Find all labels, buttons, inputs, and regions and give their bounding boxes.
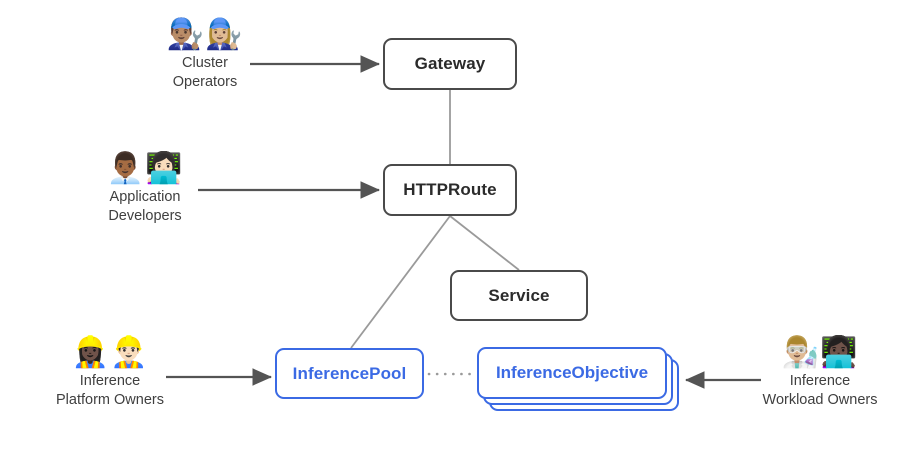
node-inferenceobjective-label: InferenceObjective xyxy=(495,363,649,382)
application-developers-people-icon: 👨🏾‍💼👩🏻‍💻 xyxy=(106,152,184,185)
caption-line-1: Application xyxy=(109,189,181,205)
node-inferencepool[interactable]: InferencePool xyxy=(275,348,424,399)
actor-cluster-operators: 👨🏽‍🔧👩🏼‍🔧 Cluster Operators xyxy=(105,18,305,91)
caption-line-1: Cluster xyxy=(182,55,228,71)
inference-platform-owners-people-icon: 👷🏿‍♀️👷🏻‍♂️ xyxy=(71,336,149,369)
node-httproute-label: HTTPRoute xyxy=(403,180,497,199)
actor-inference-platform-owners-label: Inference Platform Owners xyxy=(56,372,164,409)
caption-line-2: Developers xyxy=(108,207,182,224)
node-inferencepool-label: InferencePool xyxy=(292,363,407,383)
node-service[interactable]: Service xyxy=(450,270,588,321)
node-inferenceobjective-stack[interactable]: InferenceObjective xyxy=(477,347,679,411)
actor-inference-platform-owners: 👷🏿‍♀️👷🏻‍♂️ Inference Platform Owners xyxy=(10,336,210,409)
actor-cluster-operators-label: Cluster Operators xyxy=(173,54,237,91)
node-gateway[interactable]: Gateway xyxy=(383,38,517,90)
actor-application-developers-label: Application Developers xyxy=(108,188,181,225)
actor-inference-workload-owners: 👨🏼‍🔬👩🏿‍💻 Inference Workload Owners xyxy=(720,336,902,409)
caption-line-1: Inference xyxy=(789,373,851,389)
edge-httproute-to-inferencepool xyxy=(350,215,451,349)
node-service-label: Service xyxy=(488,285,550,305)
inferenceobjective-stack-layer-1[interactable]: InferenceObjective xyxy=(477,347,667,399)
actor-application-developers: 👨🏾‍💼👩🏻‍💻 Application Developers xyxy=(45,152,245,225)
caption-line-2: Workload Owners xyxy=(762,391,878,408)
edge-httproute-to-service xyxy=(449,215,520,271)
caption-line-2: Operators xyxy=(172,73,238,90)
node-httproute[interactable]: HTTPRoute xyxy=(383,164,517,216)
cluster-operators-people-icon: 👨🏽‍🔧👩🏼‍🔧 xyxy=(166,18,244,51)
node-gateway-label: Gateway xyxy=(414,54,486,73)
caption-line-1: Inference xyxy=(79,373,141,389)
caption-line-2: Platform Owners xyxy=(56,391,164,408)
actor-inference-workload-owners-label: Inference Workload Owners xyxy=(763,372,878,409)
inference-workload-owners-people-icon: 👨🏼‍🔬👩🏿‍💻 xyxy=(781,336,859,369)
